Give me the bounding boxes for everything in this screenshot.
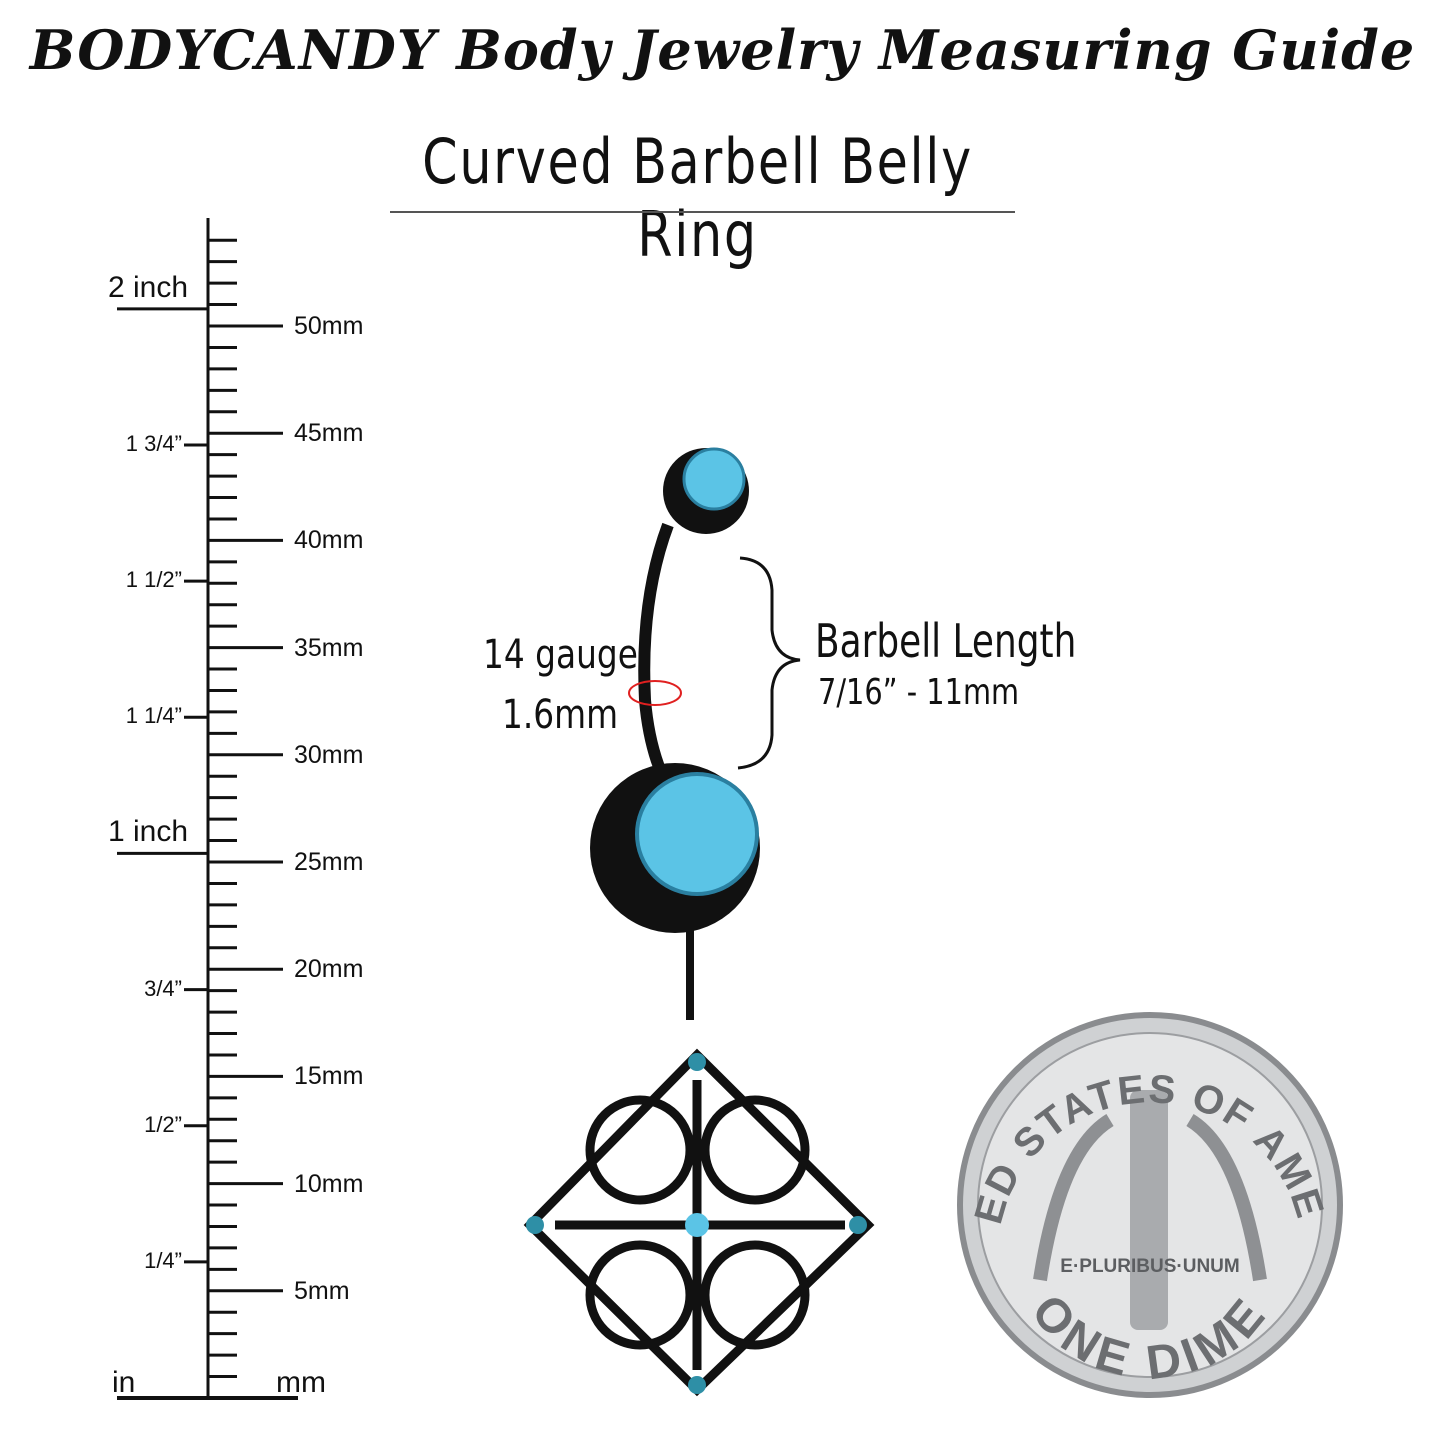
- mm-label: 50mm: [294, 312, 364, 340]
- inch-label: 1 inch: [108, 815, 189, 849]
- inch-label: 1/2”: [144, 1111, 182, 1137]
- inch-label: 1 1/4”: [125, 703, 182, 729]
- mm-label: 40mm: [294, 526, 364, 555]
- gauge-ring: [628, 680, 682, 706]
- coin-motto: E·PLURIBUS·UNUM: [1060, 1256, 1239, 1277]
- bottom-gem: [635, 772, 759, 896]
- mm-label: 35mm: [294, 633, 364, 662]
- mm-label: 10mm: [294, 1169, 364, 1198]
- unit-in-label: in: [112, 1366, 136, 1399]
- mm-label: 25mm: [294, 848, 364, 876]
- inch-label: 1 3/4”: [125, 430, 182, 456]
- length-bracket: [737, 556, 801, 770]
- inch-label: 1/4”: [144, 1247, 182, 1273]
- torch-icon: [1130, 1090, 1168, 1330]
- barbell-bar: [638, 522, 681, 804]
- mm-label: 30mm: [294, 740, 364, 769]
- barbell-length-label: Barbell Length: [815, 614, 1077, 668]
- inch-label: 2 inch: [108, 270, 189, 304]
- mm-label: 5mm: [294, 1276, 350, 1305]
- subtitle-underline: [390, 211, 1015, 213]
- oak-branch-icon: [1186, 1114, 1267, 1282]
- barbell-length-value: 7/16” - 11mm: [818, 672, 1020, 713]
- mm-label: 45mm: [294, 419, 364, 448]
- gauge-label: 14 gauge: [483, 632, 638, 678]
- unit-mm-label: mm: [276, 1366, 326, 1399]
- inch-label: 1 1/2”: [125, 567, 182, 593]
- inch-label: 3/4”: [144, 975, 182, 1001]
- page-subtitle: Curved Barbell Belly Ring: [422, 125, 973, 271]
- top-gem: [682, 447, 746, 511]
- mm-label: 20mm: [294, 955, 364, 984]
- olive-branch-icon: [1033, 1114, 1114, 1282]
- pendant-beads: [526, 1053, 867, 1394]
- mm-label: 15mm: [294, 1062, 364, 1091]
- page-title: BODYCANDY Body Jewelry Measuring Guide: [29, 18, 1416, 82]
- gauge-mm-label: 1.6mm: [502, 692, 619, 738]
